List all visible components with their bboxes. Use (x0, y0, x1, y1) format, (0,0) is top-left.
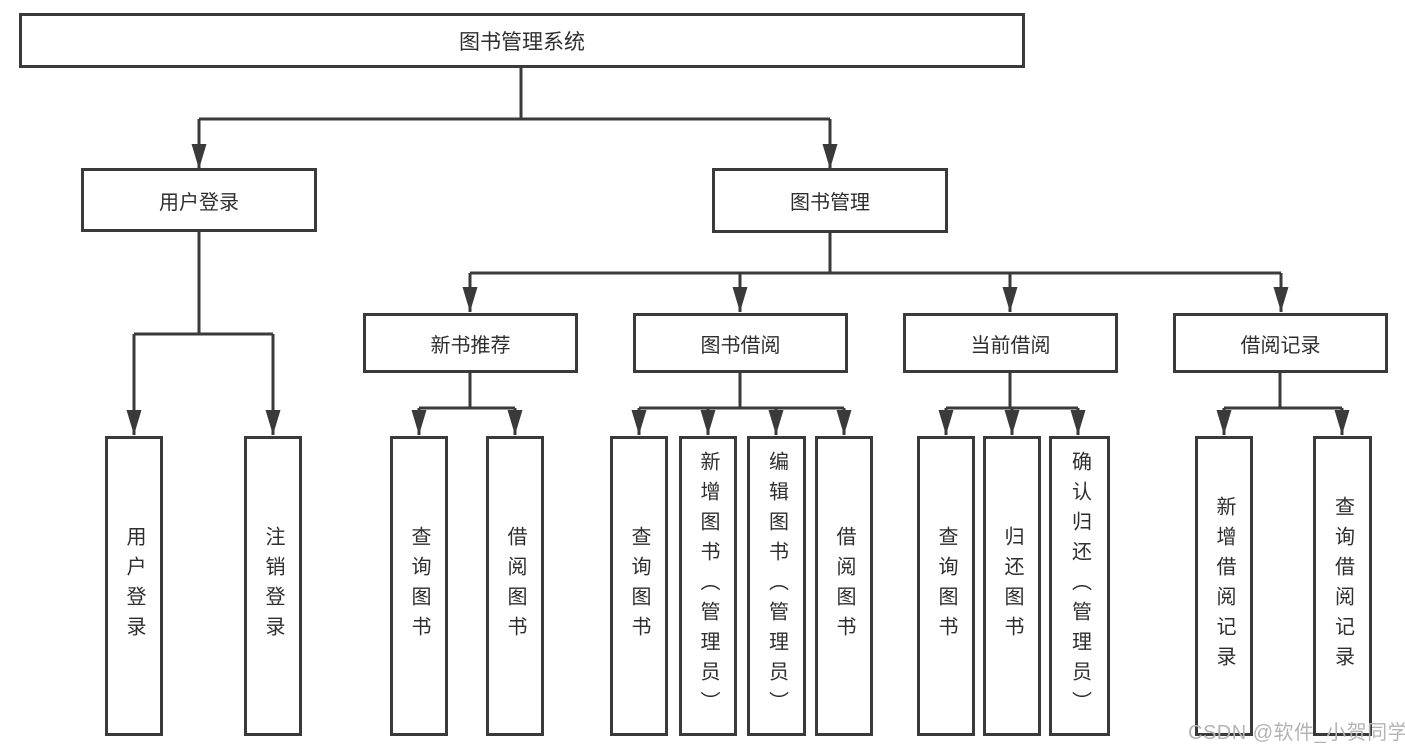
node-return-books-label: 归还图书 (1001, 526, 1023, 646)
edge-records-trunk (1224, 373, 1342, 410)
node-add-books-admin: 新增图书（管理员） (679, 436, 737, 736)
node-book-borrowing-label: 图书借阅 (700, 334, 781, 357)
node-add-borrowing-record: 新增借阅记录 (1195, 436, 1253, 736)
node-query-books-under-recommendation: 查询图书 (390, 436, 448, 736)
node-book-management-label: 图书管理 (790, 192, 870, 214)
node-user-login-label: 用户登录 (159, 191, 239, 214)
node-edit-books-admin-label: 编辑图书（管理员） (765, 451, 788, 721)
node-borrowing-records: 借阅记录 (1173, 313, 1388, 373)
node-query-books-under-borrowing: 查询图书 (610, 436, 668, 736)
edge-root-trunk (199, 68, 830, 121)
node-return-books: 归还图书 (983, 436, 1041, 736)
node-query-borrowing-record-label: 查询借阅记录 (1331, 496, 1354, 676)
node-borrowing-records-label: 借阅记录 (1240, 334, 1321, 357)
node-query-books-under-current: 查询图书 (917, 436, 975, 736)
edge-current-trunk (946, 373, 1078, 410)
node-query-borrowing-record: 查询借阅记录 (1313, 436, 1372, 736)
node-confirm-return-admin: 确认归还（管理员） (1049, 436, 1110, 736)
edge-borrowing-trunk (639, 373, 844, 410)
node-new-book-recommendation: 新书推荐 (363, 313, 578, 373)
edge-user-login-trunk (134, 232, 273, 336)
node-library-system: 图书管理系统 (19, 13, 1025, 68)
node-add-borrowing-record-label: 新增借阅记录 (1213, 496, 1235, 676)
node-current-borrowing: 当前借阅 (903, 313, 1118, 373)
edge-recommendation-trunk (419, 373, 515, 410)
node-query-books-under-recommendation-label: 查询图书 (408, 526, 430, 646)
node-current-borrowing-label: 当前借阅 (970, 334, 1051, 357)
node-confirm-return-admin-label: 确认归还（管理员） (1068, 451, 1091, 721)
edge-book-management-trunk (470, 233, 1281, 275)
node-borrow-books-under-recommendation-label: 借阅图书 (504, 526, 526, 646)
node-new-book-recommendation-label: 新书推荐 (430, 334, 511, 357)
node-user-login-leaf: 用户登录 (105, 436, 163, 736)
node-borrow-books-under-borrowing: 借阅图书 (815, 436, 873, 736)
node-library-system-label: 图书管理系统 (459, 30, 585, 54)
node-book-borrowing: 图书借阅 (633, 313, 848, 373)
node-query-books-under-borrowing-label: 查询图书 (628, 526, 650, 646)
node-borrow-books-under-recommendation: 借阅图书 (486, 436, 544, 736)
node-logout: 注销登录 (244, 436, 302, 736)
csdn-watermark: CSDN @软件_小贺同学 (1188, 722, 1405, 744)
node-user-login-leaf-label: 用户登录 (123, 526, 145, 646)
node-query-books-under-current-label: 查询图书 (935, 526, 957, 646)
node-edit-books-admin: 编辑图书（管理员） (747, 436, 806, 736)
node-logout-label: 注销登录 (262, 526, 284, 646)
node-borrow-books-under-borrowing-label: 借阅图书 (833, 526, 855, 646)
node-user-login: 用户登录 (81, 168, 317, 232)
node-add-books-admin-label: 新增图书（管理员） (697, 451, 719, 721)
node-book-management: 图书管理 (712, 168, 948, 233)
